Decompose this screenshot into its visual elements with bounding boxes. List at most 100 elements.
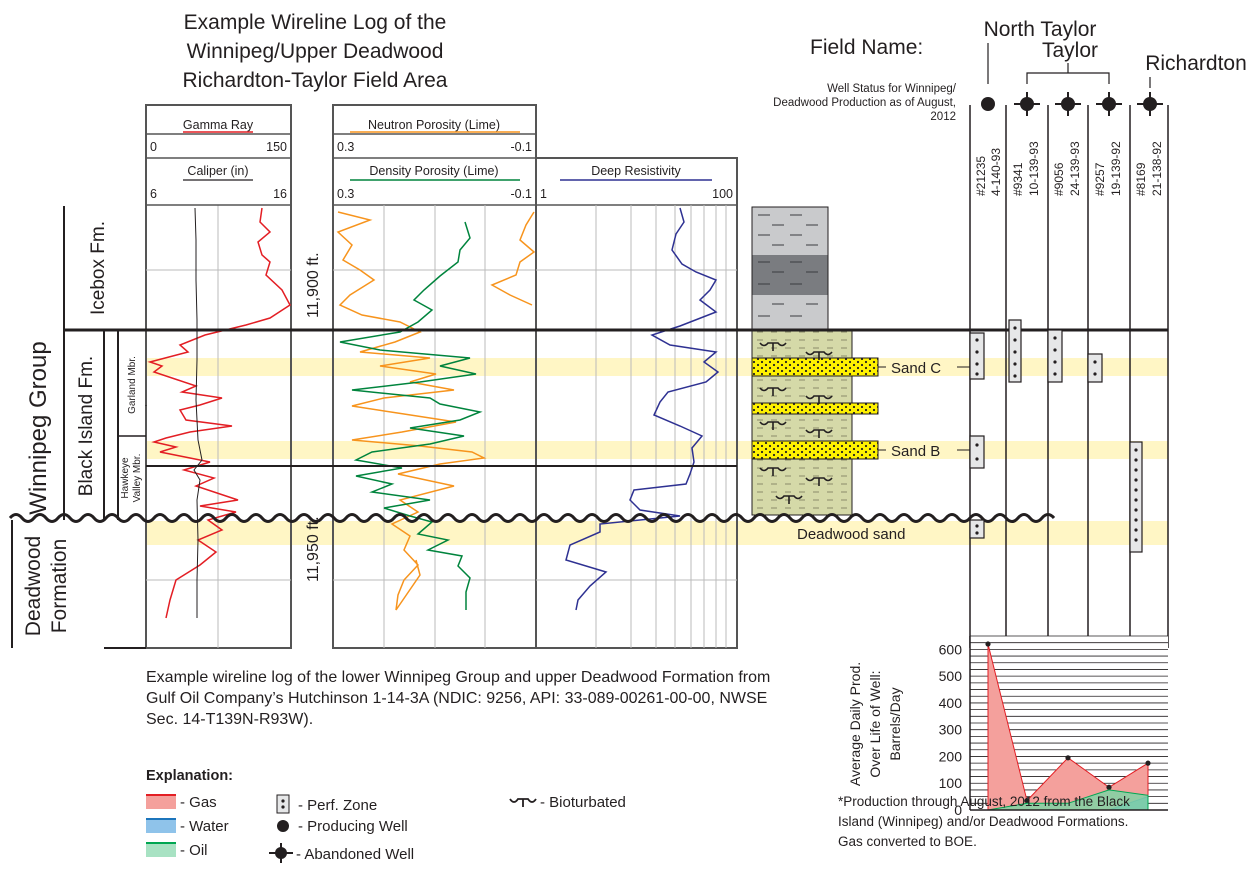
chart-ytick-label: 600	[939, 641, 963, 657]
chart-point	[985, 641, 991, 647]
winnipeg-group-label: Winnipeg Group	[25, 341, 52, 514]
neutron-name: Neutron Porosity (Lime)	[368, 118, 500, 132]
abandoned-well-icon	[1137, 92, 1163, 116]
density-min: 0.3	[337, 187, 354, 201]
legend-perf: - Perf. Zone	[276, 794, 377, 815]
resistivity-max: 100	[712, 187, 733, 201]
depth-label-11900: 11,900 ft.	[305, 252, 322, 318]
well-loc: 21-138-92	[1150, 141, 1164, 196]
legend-oil: - Oil	[146, 842, 208, 860]
chart-ytick-label: 500	[939, 668, 963, 684]
deadwood-label: Deadwood	[22, 536, 45, 636]
neutron-curve-right	[490, 211, 536, 306]
track-resistivity: Deep Resistivity 1 100	[535, 157, 738, 649]
title-line: Winnipeg/Upper Deadwood	[186, 40, 444, 63]
well-loc: 24-139-93	[1068, 141, 1082, 196]
gamma-name: Gamma Ray	[183, 118, 254, 132]
legend-producing: - Producing Well	[276, 818, 408, 836]
oil-swatch	[146, 842, 176, 857]
legend-water: - Water	[146, 818, 229, 836]
lithology-column	[751, 206, 879, 516]
icebox-label: Icebox Fm.	[88, 221, 109, 315]
track-porosity: Neutron Porosity (Lime) 0.3 -0.1 Density…	[332, 104, 537, 649]
sand-b-band	[146, 441, 1168, 459]
producing-well-icon	[981, 97, 995, 111]
resistivity-curve	[565, 207, 720, 611]
density-max: -0.1	[510, 187, 532, 201]
field-north-taylor: North Taylor	[984, 18, 1097, 41]
abandoned-well-icon	[269, 843, 293, 863]
deadwood-sand-label: Deadwood sand	[797, 526, 905, 543]
well-num: #9257	[1093, 162, 1107, 196]
legend-bioturbated: - Bioturbated	[508, 794, 626, 812]
chart-ytick-label: 200	[939, 748, 963, 764]
field-richardton: Richardton	[1145, 52, 1247, 75]
hawkeye-label-2: Valley Mbr.	[132, 454, 143, 503]
chart-ytick-label: 0	[954, 802, 962, 818]
well-num: #21235	[974, 156, 988, 196]
neutron-min: 0.3	[337, 140, 354, 154]
title-line: Richardton-Taylor Field Area	[182, 69, 448, 92]
abandoned-well-icon	[1055, 92, 1081, 116]
chart-point	[1106, 784, 1112, 790]
chart-ticks: 0 100 200 300 400 500 600	[939, 641, 963, 818]
chart-ytick-label: 300	[939, 722, 963, 738]
formation-label: Formation	[48, 539, 71, 634]
abandoned-well-icon	[1014, 92, 1040, 116]
caliper-name: Caliper (in)	[187, 164, 248, 178]
well-status-label: Well Status for Winnipeg/ Deadwood Produ…	[773, 83, 956, 123]
gas-swatch	[146, 794, 176, 809]
unconformity-line	[8, 513, 1056, 523]
hawkeye-label-1: Hawkeye	[120, 457, 131, 499]
well-loc: 4-140-93	[989, 148, 1003, 196]
caliper-max: 16	[273, 187, 287, 201]
legend-abandoned: - Abandoned Well	[268, 842, 414, 864]
producing-well-icon	[277, 820, 289, 832]
chart-point	[1024, 798, 1030, 804]
gamma-curve	[147, 207, 291, 619]
neutron-curve	[336, 211, 487, 611]
black-island-label: Black Island Fm.	[76, 356, 97, 496]
chart-ylabel-1: Average Daily Prod.	[847, 662, 863, 786]
well-loc: 10-139-93	[1027, 141, 1041, 196]
chart-ytick-label: 400	[939, 695, 963, 711]
chart-point	[1065, 755, 1071, 761]
water-swatch	[146, 818, 176, 833]
abandoned-well-icon	[1096, 92, 1122, 116]
caliper-curve	[193, 207, 203, 618]
figure-caption: Example wireline log of the lower Winnip…	[146, 669, 771, 728]
chart-point	[1145, 760, 1151, 766]
well-num: #8169	[1134, 162, 1148, 196]
sand-b-label: Sand B	[891, 443, 940, 460]
perf-zone-icon	[276, 794, 290, 814]
field-taylor: Taylor	[1042, 39, 1098, 62]
density-curve	[339, 221, 483, 610]
garland-label: Garland Mbr.	[127, 356, 138, 414]
title-line: Example Wireline Log of the	[183, 11, 447, 34]
neutron-max: -0.1	[510, 140, 532, 154]
bioturbated-icon	[509, 798, 537, 807]
gamma-min: 0	[150, 140, 157, 154]
chart-ytick-label: 100	[939, 775, 963, 791]
well-num: #9341	[1011, 162, 1025, 196]
figure-title: Example Wireline Log of the Winnipeg/Upp…	[150, 8, 480, 95]
caliper-min: 6	[150, 187, 157, 201]
well-loc: 19-139-92	[1109, 141, 1123, 196]
well-num: #9056	[1052, 162, 1066, 196]
resistivity-min: 1	[540, 187, 547, 201]
sand-c-label: Sand C	[891, 360, 941, 377]
depth-label-11950: 11,950 ft.	[305, 516, 322, 582]
explanation-title: Explanation:	[146, 768, 234, 784]
chart-grid	[970, 635, 1168, 811]
chart-ylabel-3: Barrels/Day	[887, 687, 903, 760]
resistivity-name: Deep Resistivity	[591, 164, 681, 178]
gamma-max: 150	[266, 140, 287, 154]
chart-footnote: *Production through August, 2012 from th…	[838, 794, 1130, 849]
deadwood-sand-band	[146, 521, 1168, 545]
density-name: Density Porosity (Lime)	[369, 164, 498, 178]
legend-gas: - Gas	[146, 794, 217, 812]
chart-ylabel-2: Over Life of Well:	[867, 670, 883, 777]
track-gamma-caliper: Gamma Ray 0 150 Caliper (in) 6 16	[145, 104, 292, 649]
